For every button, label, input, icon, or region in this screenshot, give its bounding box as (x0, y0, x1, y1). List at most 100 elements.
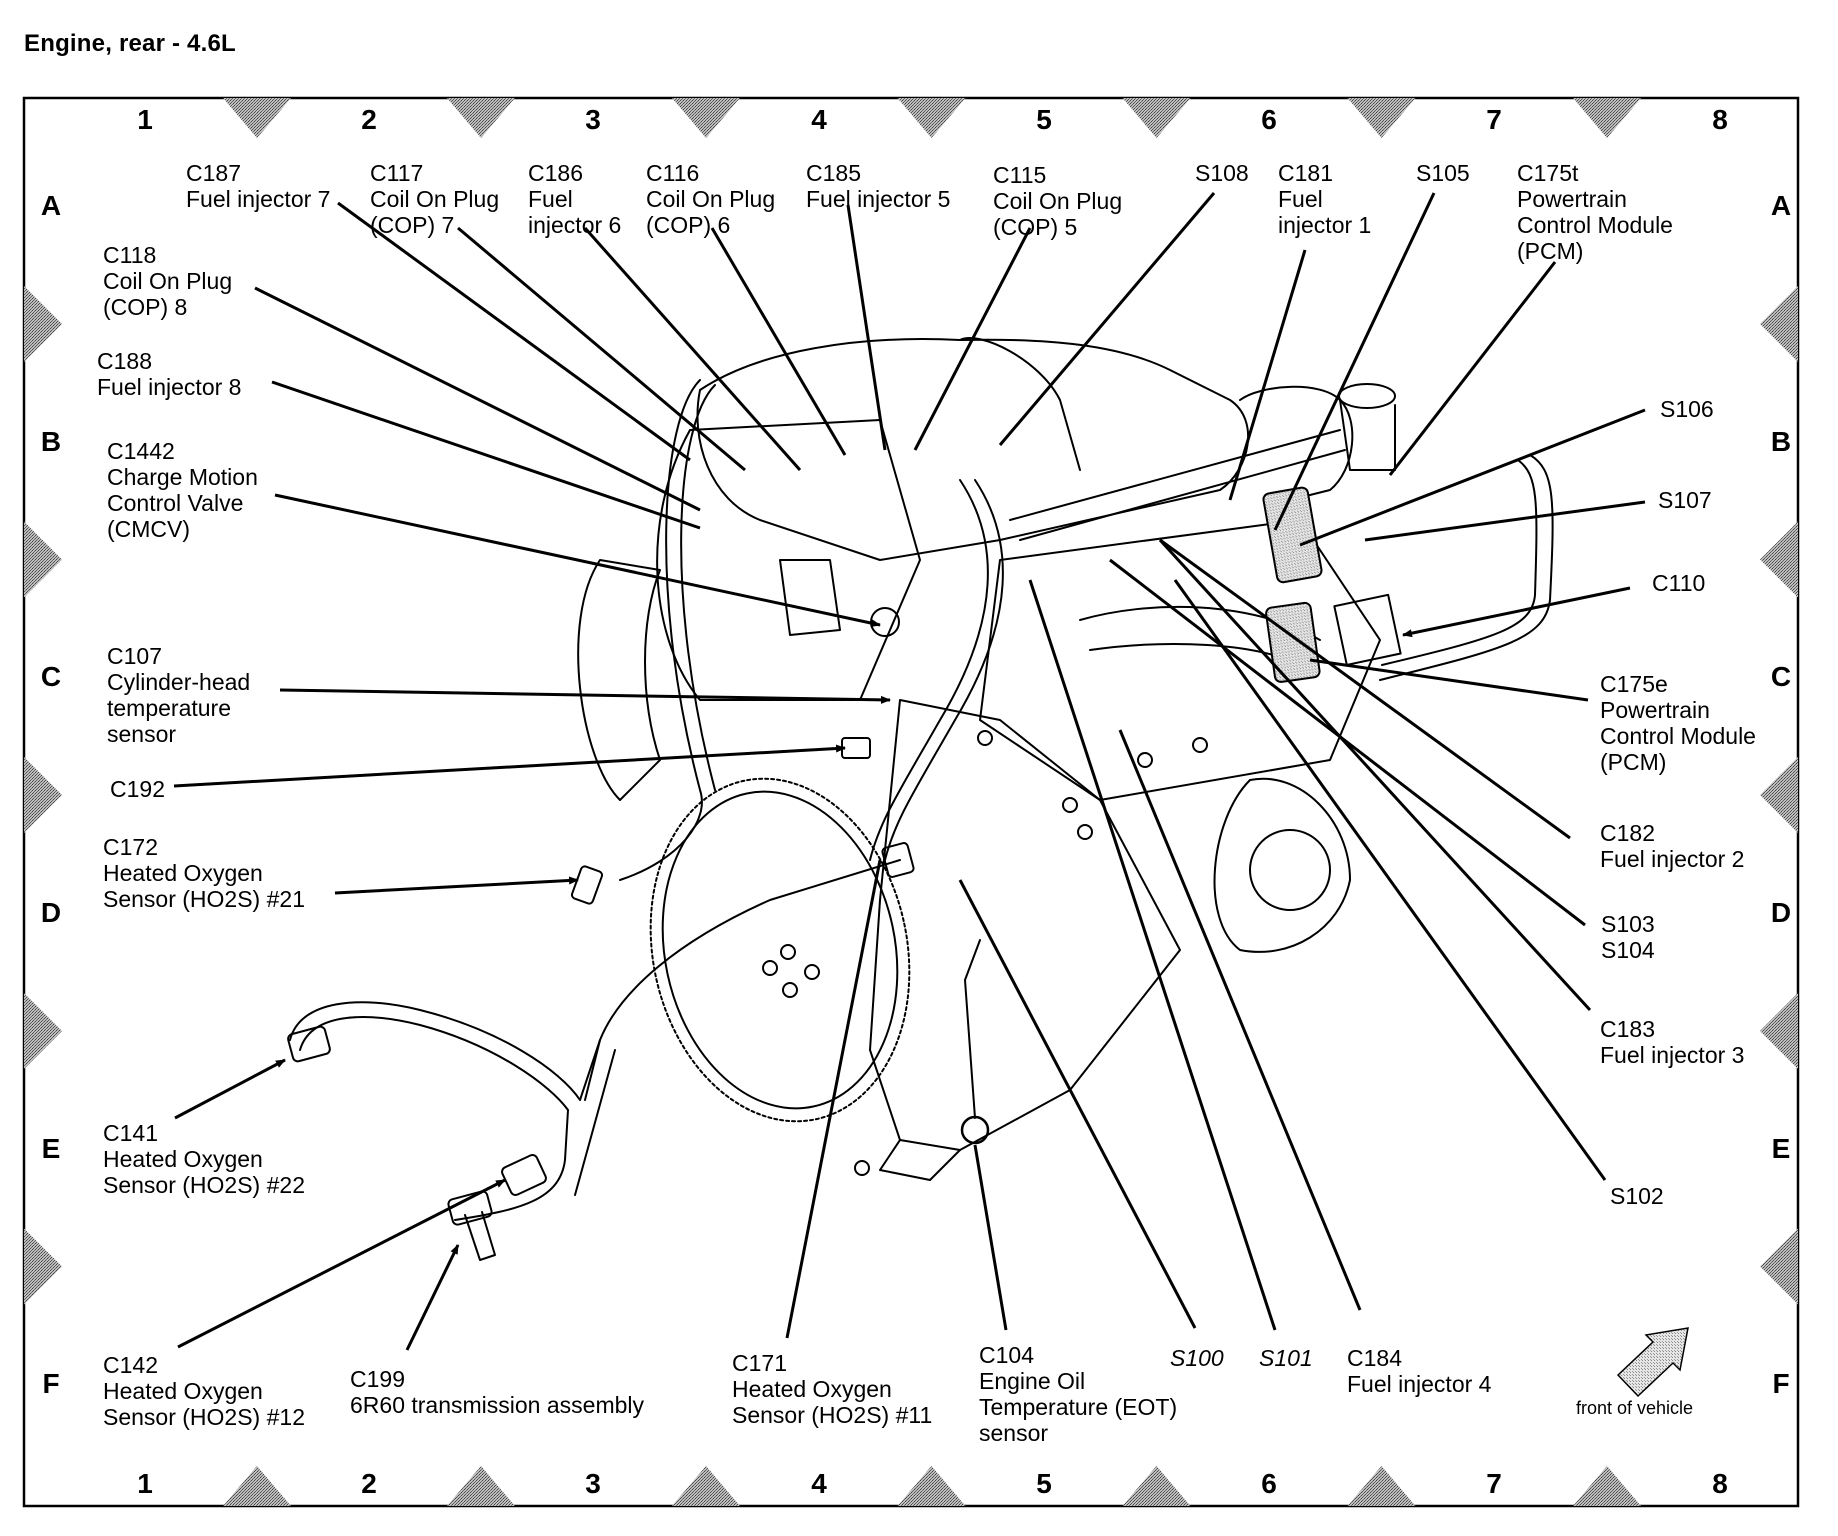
connector-code: C175t (1517, 160, 1579, 186)
center-harness (869, 479, 989, 861)
connector-code: C186 (528, 160, 583, 186)
intake-runner (959, 337, 1081, 471)
grid-row-C-right: C (1770, 661, 1792, 692)
connector-description: Fuel injector 4 (1347, 1371, 1492, 1397)
connector-code: S108 (1195, 160, 1249, 186)
front-of-vehicle-caption: front of vehicle (1576, 1398, 1694, 1418)
grid-row-E-right: E (1771, 1133, 1791, 1164)
connector-code: C175e (1600, 671, 1668, 697)
leader-line-s101 (1028, 579, 1277, 1331)
grid-column-1-bottom: 1 (137, 1468, 153, 1499)
grid-marker-right (1760, 993, 1798, 1069)
grid-column-6-top: 6 (1261, 104, 1277, 135)
leader-line-s100 (958, 879, 1197, 1329)
connector-code: C184 (1347, 1345, 1402, 1371)
grid-column-7-top: 7 (1486, 104, 1502, 135)
connector-code: C104 (979, 1342, 1034, 1368)
c172-connector (570, 865, 604, 905)
leader-line-c186 (583, 227, 802, 471)
grid-column-6-bottom: 6 (1261, 1468, 1277, 1499)
connector-description: 6R60 transmission assembly (350, 1392, 645, 1418)
bolt (1192, 737, 1208, 753)
diagram-title: Engine, rear - 4.6L (24, 30, 236, 57)
connector-code: S106 (1660, 396, 1714, 422)
grid-marker-top (1347, 98, 1416, 138)
grid-marker-right (1760, 1228, 1798, 1305)
grid-marker-top (447, 98, 515, 138)
grid-marker-bottom (223, 1466, 291, 1506)
leader-line-c187 (337, 201, 691, 462)
grid-column-2-top: 2 (361, 104, 377, 135)
bolt (1137, 752, 1153, 768)
leader-line-c175t (1388, 261, 1557, 476)
c110-connector (1333, 593, 1402, 666)
connector-description: Coil On Plug (COP) 6 (646, 186, 776, 238)
c192-connector (841, 737, 871, 759)
c141-connector (287, 1025, 331, 1063)
leader-line-c188 (271, 380, 701, 530)
grid-row-B-left: B (40, 426, 62, 457)
oil-filler-neck (1339, 399, 1396, 471)
callout-label-s105: S105 (1416, 160, 1470, 186)
pcv-hose (1379, 454, 1554, 681)
grid-column-4-bottom: 4 (811, 1468, 827, 1499)
grid-marker-left (24, 1228, 62, 1305)
front-arrow-icon (1616, 1327, 1689, 1398)
leader-line-c116 (710, 227, 847, 456)
callout-label-c192: C192 (110, 776, 165, 802)
callout-label-s102: S102 (1610, 1183, 1664, 1209)
grid-row-A-left: A (40, 190, 62, 221)
flywheel-bolt (762, 960, 778, 976)
flywheel-bolt (804, 964, 820, 980)
connector-code: C142 (103, 1352, 158, 1378)
grid-marker-bottom (672, 1466, 740, 1506)
leader-line-s108 (998, 192, 1216, 446)
diagram-frame (22, 96, 1800, 1508)
connector-code: S103 (1601, 911, 1655, 937)
grid-marker-right (1760, 286, 1798, 362)
connector-code: C117 (370, 160, 424, 186)
bolt (1062, 797, 1078, 813)
connector-code: S102 (1610, 1183, 1664, 1209)
leader-line-c1442 (274, 493, 881, 628)
leader-line-c172 (334, 876, 579, 895)
connector-code: C118 (103, 242, 157, 268)
grid-marker-top (897, 98, 966, 138)
grid-row-E-left: E (41, 1133, 61, 1164)
c171-connector (881, 842, 915, 878)
left-coil-pack (779, 559, 841, 636)
leader-line-c171 (785, 859, 882, 1339)
connector-description: Fuel injector 6 (528, 186, 622, 238)
leader-line-s102 (1173, 579, 1607, 1181)
leader-line-c182 (1159, 538, 1571, 840)
connector-code: C185 (806, 160, 861, 186)
bolt (854, 1160, 870, 1176)
grid-column-5-bottom: 5 (1036, 1468, 1052, 1499)
grid-row-A-right: A (1770, 190, 1792, 221)
grid-column-3-top: 3 (585, 104, 601, 135)
grid-row-C-left: C (40, 661, 62, 692)
connector-description: Fuel injector 8 (97, 374, 242, 400)
connector-description: Heated Oxygen Sensor (HO2S) #12 (103, 1378, 305, 1430)
grid-column-7-bottom: 7 (1486, 1468, 1502, 1499)
pcm-connector-lower (1265, 601, 1321, 683)
connector-code: C110 (1652, 570, 1706, 596)
connector-description: Heated Oxygen Sensor (HO2S) #11 (732, 1376, 933, 1428)
left-harness (619, 379, 703, 881)
leader-line-c115 (913, 227, 1032, 451)
grid-row-D-right: D (1770, 897, 1792, 928)
grid-marker-top (672, 98, 740, 138)
leader-line-c142 (177, 1178, 506, 1349)
grid-marker-left (24, 757, 62, 833)
